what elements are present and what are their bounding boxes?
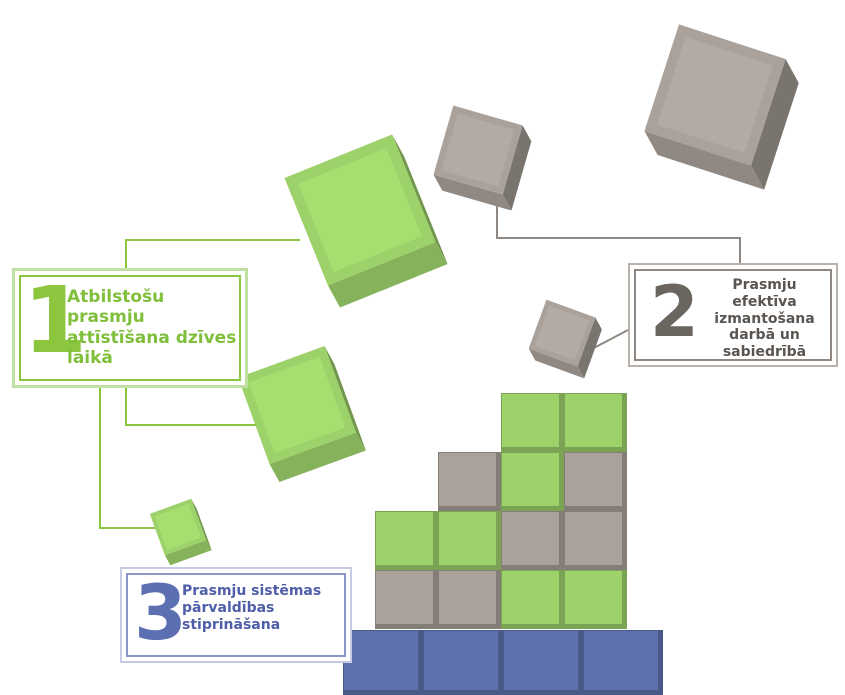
cube-gray-large-side bbox=[750, 59, 799, 190]
stack-block-3-2-face bbox=[502, 571, 559, 624]
base-block-2 bbox=[503, 630, 583, 695]
base-block-1 bbox=[423, 630, 503, 695]
base-block-3 bbox=[583, 630, 663, 695]
cube-green-medium bbox=[238, 346, 366, 482]
stack-block-1-1 bbox=[438, 452, 501, 511]
connector-1-c bbox=[99, 388, 160, 529]
connector-1-a bbox=[125, 239, 300, 268]
cube-green-medium-side bbox=[324, 346, 366, 451]
stack-block-2-1 bbox=[438, 511, 501, 570]
stack-block-3-0 bbox=[375, 570, 438, 629]
item-1-text: Atbilstošu prasmju attīstīšana dzīves la… bbox=[67, 287, 237, 369]
stack-block-2-2-face bbox=[502, 512, 559, 565]
item-3-number: 3 bbox=[134, 568, 187, 657]
cube-green-medium-bevel bbox=[248, 356, 346, 454]
cube-green-small-bottom bbox=[164, 540, 212, 566]
cube-gray-large-bevel bbox=[657, 37, 773, 153]
cube-gray-small-bevel bbox=[534, 305, 590, 361]
cube-gray-large bbox=[644, 24, 799, 190]
cube-gray-small-side bbox=[577, 317, 602, 379]
cube-green-small-side bbox=[191, 498, 212, 551]
stack-block-3-2 bbox=[501, 570, 564, 629]
stack-block-2-3-face bbox=[565, 512, 622, 565]
cube-gray-large-bottom bbox=[644, 130, 765, 190]
item-3-box: 3 Prasmju sistēmas pārvaldības stiprināš… bbox=[120, 567, 352, 663]
item-1-box: 1 Atbilstošu prasmju attīstīšana dzīves … bbox=[12, 268, 248, 388]
item-1-inner-frame bbox=[19, 275, 241, 381]
item-3-text: Prasmju sistēmas pārvaldības stiprināšan… bbox=[182, 583, 322, 633]
cubes bbox=[149, 24, 799, 566]
cube-gray-small-bottom bbox=[528, 348, 585, 379]
stack-block-3-1-face bbox=[439, 571, 496, 624]
base-block-0 bbox=[343, 630, 423, 695]
base-block-2-face bbox=[504, 631, 578, 690]
stack-block-1-3-face bbox=[565, 453, 622, 506]
item-2-box: 2 Prasmju efektīva izmantošana darbā un … bbox=[628, 263, 838, 367]
cube-gray-medium-bevel bbox=[441, 113, 515, 187]
cube-gray-medium bbox=[433, 105, 532, 211]
base-block-3-face bbox=[584, 631, 658, 690]
base-block-1-face bbox=[424, 631, 498, 690]
cube-gray-medium-side bbox=[502, 125, 532, 211]
stack-block-3-0-face bbox=[376, 571, 433, 624]
cube-green-medium-bottom bbox=[269, 432, 366, 482]
stack-block-0-3 bbox=[564, 393, 627, 452]
connector-lines bbox=[99, 200, 741, 529]
cube-gray-medium-bottom bbox=[433, 174, 512, 211]
stack-block-1-1-face bbox=[439, 453, 496, 506]
stack-block-2-0-face bbox=[376, 512, 433, 565]
stack-block-2-0 bbox=[375, 511, 438, 570]
item-1-number: 1 bbox=[23, 267, 88, 374]
connector-1-b bbox=[125, 388, 270, 426]
cube-green-small-bevel bbox=[154, 503, 202, 551]
cube-green-large-bevel bbox=[298, 148, 422, 272]
stack-block-1-2 bbox=[501, 452, 564, 511]
stack-block-2-3 bbox=[564, 511, 627, 570]
connector-2-a bbox=[496, 200, 741, 263]
stack-block-3-3 bbox=[564, 570, 627, 629]
stack-block-2-2 bbox=[501, 511, 564, 570]
stack-block-0-2-face bbox=[502, 394, 559, 447]
base-block-0-face bbox=[344, 631, 418, 690]
stack-block-2-1-face bbox=[439, 512, 496, 565]
cube-stack bbox=[343, 393, 663, 695]
item-2-inner-frame bbox=[634, 269, 832, 361]
item-2-text: Prasmju efektīva izmantošana darbā un sa… bbox=[714, 277, 815, 361]
cube-green-small bbox=[149, 498, 212, 566]
stack-block-0-3-face bbox=[565, 394, 622, 447]
stack-block-3-3-face bbox=[565, 571, 622, 624]
cube-green-large-bottom bbox=[327, 242, 448, 308]
item-2-number: 2 bbox=[650, 271, 699, 353]
stack-block-1-3 bbox=[564, 452, 627, 511]
stack-block-1-2-face bbox=[502, 453, 559, 506]
stack-block-0-2 bbox=[501, 393, 564, 452]
cube-gray-small bbox=[528, 299, 602, 379]
cube-green-large-side bbox=[392, 134, 448, 265]
cube-green-large bbox=[284, 134, 448, 308]
stack-block-3-1 bbox=[438, 570, 501, 629]
item-3-inner-frame bbox=[126, 573, 346, 657]
connector-2-b bbox=[589, 329, 629, 351]
